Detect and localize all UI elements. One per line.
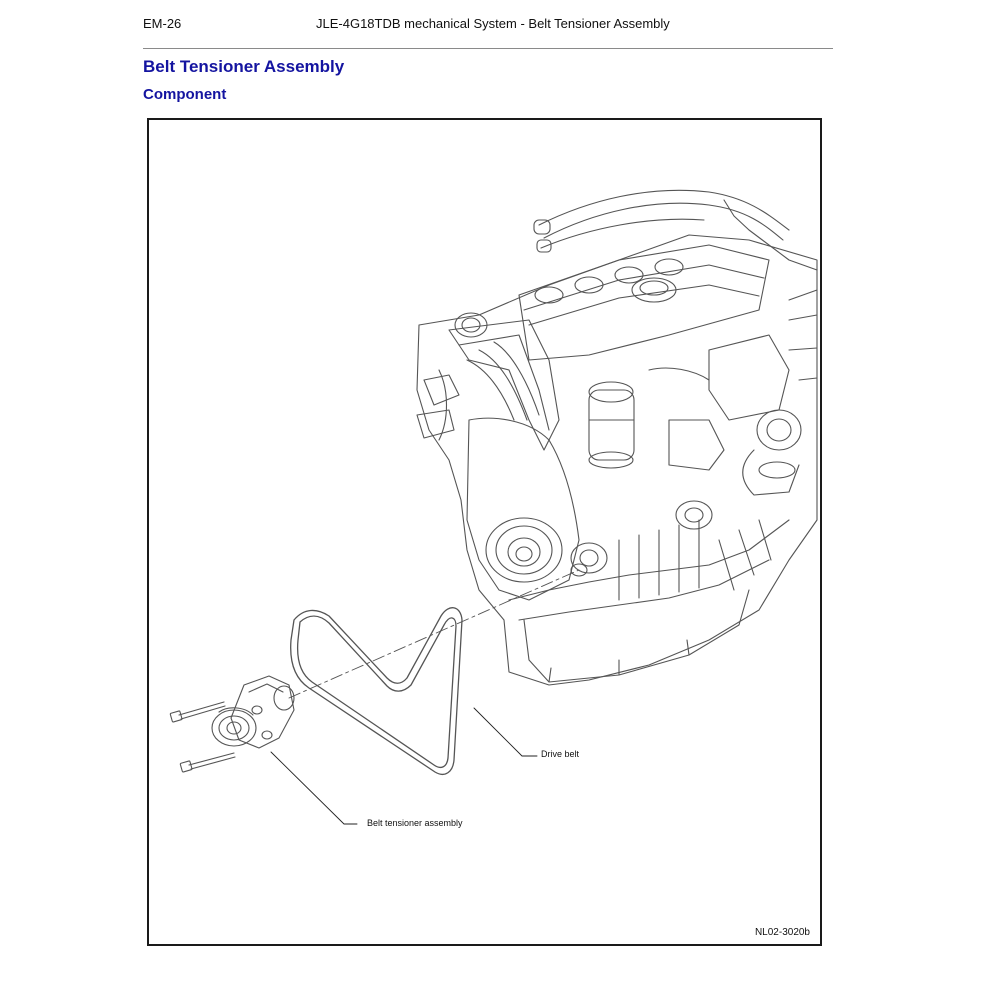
mounting-guide-line: [288, 569, 580, 699]
drive-belt-leader: [473, 707, 538, 757]
section-subtitle: Component: [143, 86, 227, 103]
drive-belt-label: Drive belt: [541, 749, 580, 759]
drive-belt-illustration: [290, 607, 463, 775]
header-title: JLE-4G18TDB mechanical System - Belt Ten…: [316, 16, 670, 31]
belt-tensioner-label: Belt tensioner assembly: [367, 818, 463, 828]
section-title: Belt Tensioner Assembly: [143, 57, 345, 76]
engine-illustration: [416, 189, 818, 686]
component-figure: Drive belt Belt tensioner assembly NL02-…: [147, 118, 822, 946]
header-divider: [143, 48, 833, 49]
belt-tensioner-leader: [270, 751, 358, 825]
figure-code: NL02-3020b: [754, 927, 810, 938]
bolt-icon: [169, 701, 236, 773]
belt-tensioner-illustration: [211, 675, 295, 749]
page-number: EM-26: [143, 16, 182, 31]
